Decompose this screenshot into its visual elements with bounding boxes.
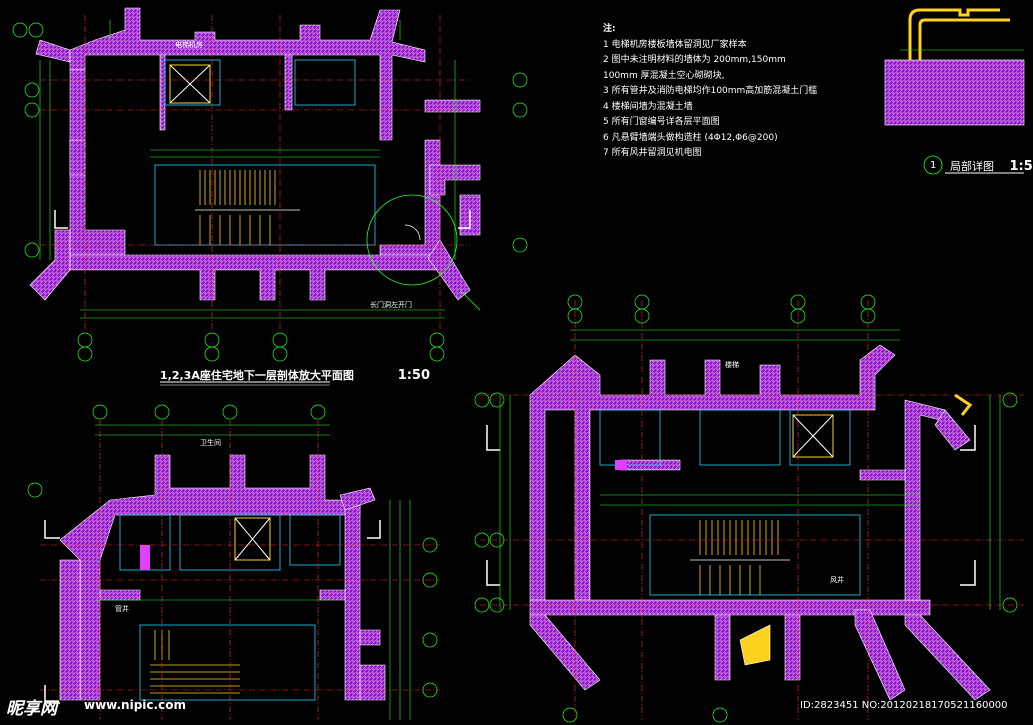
- watermark-logo: 昵享网: [6, 699, 57, 719]
- label-stair: 楼梯: [725, 361, 739, 369]
- stair-top-left: [195, 170, 300, 245]
- label-door-note: 长门洞左开门: [370, 301, 412, 309]
- image-id-text: ID:2823451 NO:20120218170521160000: [800, 700, 1008, 711]
- plan-title-text: 1,2,3A座住宅地下一层剖体放大平面图: [160, 369, 354, 382]
- door-swing-large: [366, 194, 481, 311]
- note-item: 7 所有风井留洞见机电图: [603, 148, 702, 158]
- note-item: 6 凡悬臂墙端头做构造柱 (4Φ12,Φ6@200): [603, 132, 778, 143]
- plan-title: 1,2,3A座住宅地下一层剖体放大平面图 1:50: [160, 367, 430, 383]
- stair-bottom-left: [150, 630, 240, 694]
- label-well: 管井: [115, 605, 129, 613]
- plan-title-scale: 1:50: [397, 368, 431, 383]
- elevator-icon: [234, 517, 271, 561]
- note-item: 3 所有管井及消防电梯均作100mm高加筋混凝土门槛: [603, 86, 818, 96]
- detail-title-scale: 1:5: [1009, 159, 1033, 174]
- label-elevator-room: 电梯机房: [175, 41, 203, 49]
- plan-bottom-right: [474, 294, 1024, 720]
- plan-bottom-left: [27, 404, 728, 723]
- stair-bottom-right: [690, 520, 790, 595]
- axis-bubbles-bottom-left: [27, 404, 728, 723]
- watermark-url: www.nipic.com: [84, 698, 186, 712]
- axis-bubbles-top-left: [12, 22, 528, 362]
- note-item: 5 所有门窗编号详各层平面图: [603, 117, 720, 127]
- plan-top-left: [12, 7, 528, 386]
- detail-title: 局部详图 1:5: [950, 158, 1033, 174]
- elevator-icon: [792, 414, 834, 458]
- label-shaft: 风井: [830, 576, 844, 584]
- detail-number: 1: [930, 160, 937, 171]
- label-sanitary: 卫生间: [200, 439, 221, 447]
- detail-title-text: 局部详图: [950, 160, 994, 173]
- detail-top-right: [884, 8, 1025, 175]
- note-item: 4 楼梯间墙为混凝土墙: [603, 101, 693, 112]
- walls-top-left: [29, 7, 481, 301]
- notes-heading: 注:: [603, 24, 616, 34]
- note-item: 100mm 厚混凝土空心砌砌块,: [603, 70, 725, 81]
- note-item: 1 电梯机房楼板墙体留洞见厂家样本: [603, 39, 747, 50]
- note-item: 2 图中未注明材料的墙体为 200mm,150mm: [603, 55, 786, 65]
- elevator-icon: [169, 64, 211, 104]
- axis-bubbles-bottom-right: [474, 294, 1018, 613]
- notes-block: 注: 1 电梯机房楼板墙体留洞见厂家样本 2 图中未注明材料的墙体为 200mm…: [603, 22, 817, 162]
